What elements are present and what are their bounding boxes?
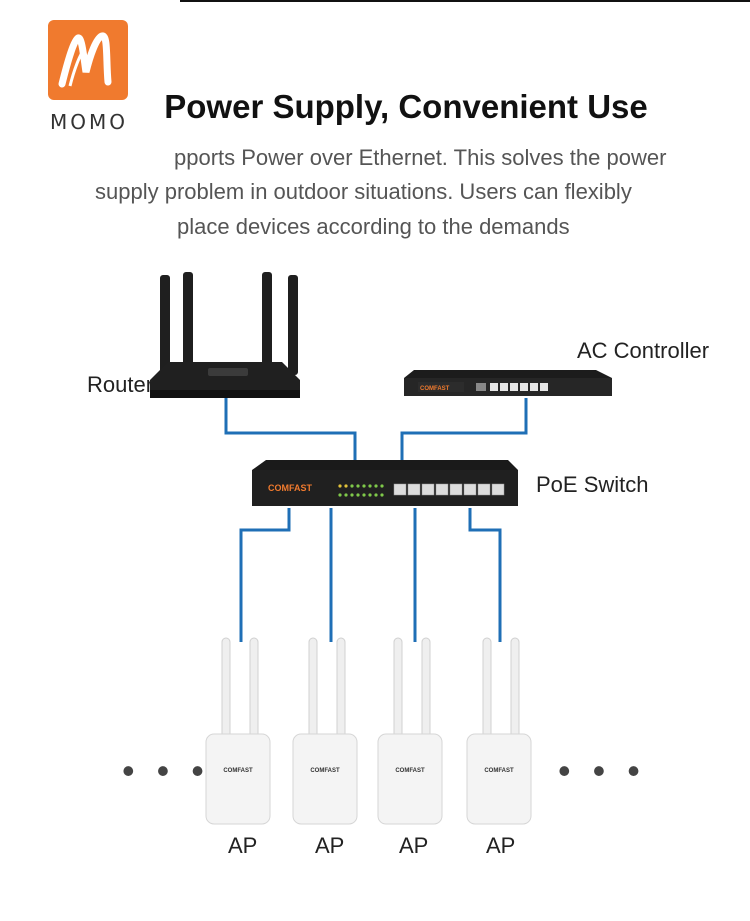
ap-label-2: AP xyxy=(315,833,345,858)
description-line-1: pports Power over Ethernet. This solves … xyxy=(174,145,667,170)
poe-switch-device: COMFAST xyxy=(252,460,518,506)
ac-controller-label: AC Controller xyxy=(577,338,710,363)
top-divider-line xyxy=(180,0,750,2)
router-device xyxy=(150,272,300,398)
poe-switch-label: PoE Switch xyxy=(536,472,649,497)
switch-brand-label: COMFAST xyxy=(268,483,313,493)
description-line-2: supply problem in outdoor situations. Us… xyxy=(95,179,632,204)
ap-label-3: AP xyxy=(399,833,429,858)
ap-brand-label: COMFAST xyxy=(395,768,425,774)
ethernet-ports xyxy=(393,483,505,496)
ac-controller-device: COMFAST xyxy=(404,370,612,396)
ethernet-cables xyxy=(224,398,528,642)
ap-brand-label: COMFAST xyxy=(484,768,514,774)
router-label: Router xyxy=(87,372,154,397)
brand-name: MOMO xyxy=(50,110,128,134)
description-line-3: place devices according to the demands xyxy=(177,214,570,239)
ap-label-1: AP xyxy=(228,833,258,858)
ap-brand-label: COMFAST xyxy=(223,768,253,774)
ap-brand-label: COMFAST xyxy=(310,768,340,774)
access-point-4: COMFAST xyxy=(466,637,532,825)
ac-brand-label: COMFAST xyxy=(420,386,450,392)
status-leds xyxy=(338,484,384,497)
ellipsis-left: • • • xyxy=(122,750,210,791)
access-point-1: COMFAST xyxy=(205,637,271,825)
access-point-2: COMFAST xyxy=(292,637,358,825)
access-point-3: COMFAST xyxy=(377,637,443,825)
ap-label-4: AP xyxy=(486,833,516,858)
page-title: Power Supply, Convenient Use xyxy=(164,88,648,125)
ellipsis-right: • • • xyxy=(558,750,646,791)
momo-logo-icon xyxy=(48,20,128,100)
